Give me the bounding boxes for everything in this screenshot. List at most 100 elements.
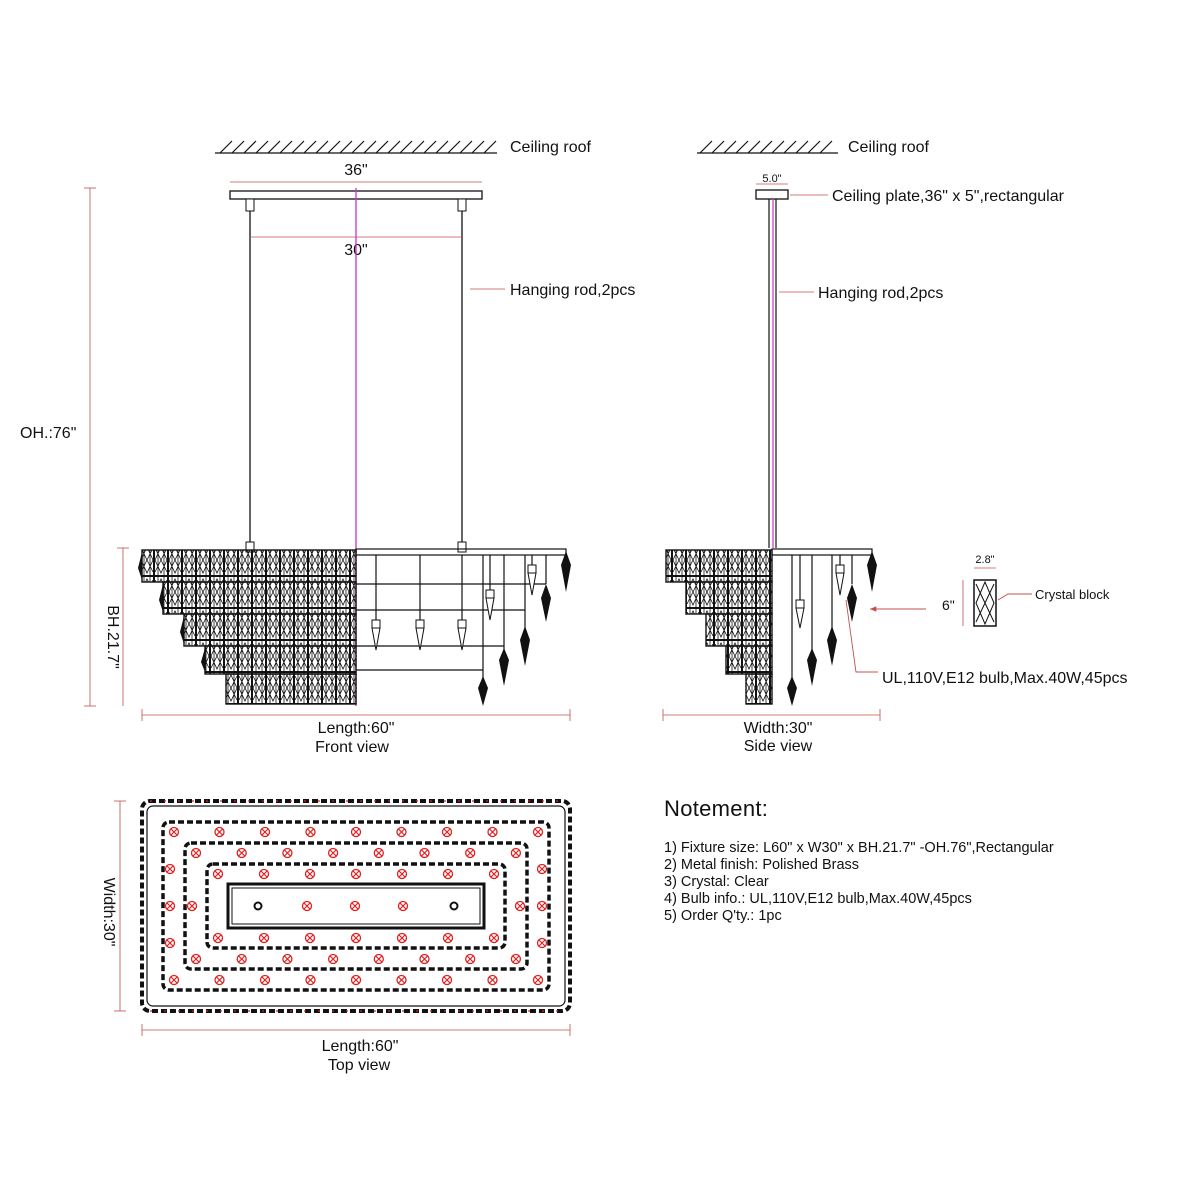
bulb-marker-icon xyxy=(212,932,224,944)
bulb-marker-icon xyxy=(236,953,247,965)
bulb-marker-icon xyxy=(282,847,293,859)
bulb-marker-icon xyxy=(190,847,202,859)
side-plate-label: Ceiling plate,36" x 5",rectangular xyxy=(832,188,1065,205)
top-ring-3 xyxy=(183,841,529,971)
bulb-marker-icon xyxy=(350,868,362,880)
bulb-marker-icon xyxy=(488,932,500,944)
front-crystal-tiers xyxy=(138,549,357,705)
top-ring-4 xyxy=(205,862,507,950)
bulb-marker-icon xyxy=(304,932,316,944)
side-crystal-tier-5 xyxy=(745,673,773,705)
bulb-marker-icon xyxy=(258,932,270,944)
crystal-block-detail: 2.8" 6" Crystal block xyxy=(942,554,1110,627)
bulb-marker-icon xyxy=(164,863,176,875)
front-rod-cap-right xyxy=(457,198,467,212)
note-item: 3) Crystal: Clear xyxy=(664,874,769,890)
bulb-marker-icon xyxy=(350,932,362,944)
bulb-marker-icon xyxy=(350,826,362,838)
bulb-marker-icon xyxy=(536,863,548,875)
bulb-marker-icon xyxy=(419,847,430,859)
side-plate-dim: 5.0" xyxy=(762,173,781,185)
front-rod-label: Hanging rod,2pcs xyxy=(510,282,635,299)
bulb-marker-icon xyxy=(282,953,293,965)
front-crystal-tier-2 xyxy=(162,581,357,615)
note-item: 1) Fixture size: L60" x W30" x BH.21.7" … xyxy=(664,840,1054,856)
bulb-marker-icon xyxy=(514,900,526,912)
bulb-marker-icon xyxy=(532,974,544,986)
bulb-marker-icon xyxy=(214,826,225,838)
bulb-marker-icon xyxy=(532,826,544,838)
bulb-marker-icon xyxy=(327,847,339,859)
bulb-marker-icon xyxy=(164,937,176,949)
side-view: Ceiling roof 5.0" Ceiling plate,36" x 5"… xyxy=(662,139,1128,755)
bulb-marker-icon xyxy=(304,868,316,880)
bulb-marker-icon xyxy=(258,868,270,880)
bulb-marker-icon xyxy=(305,826,316,838)
notes-title: Notement: xyxy=(664,796,769,821)
front-crystal-tier-4 xyxy=(204,645,357,675)
top-inner-plate xyxy=(226,882,486,930)
overall-height-dim: OH.:76" xyxy=(20,425,76,442)
side-rod-label: Hanging rod,2pcs xyxy=(818,285,943,302)
crystal-block-label: Crystal block xyxy=(1035,587,1110,602)
front-view-title: Front view xyxy=(315,739,389,756)
side-bulb-label: UL,110V,E12 bulb,Max.40W,45pcs xyxy=(882,670,1128,687)
front-length-dim: Length:60" xyxy=(318,720,395,737)
top-bulb-markers xyxy=(164,826,548,986)
bulb-marker-icon xyxy=(487,974,498,986)
front-crystal-tier-1 xyxy=(141,549,357,583)
side-ceiling-plate xyxy=(755,189,789,200)
note-item: 4) Bulb info.: UL,110V,E12 bulb,Max.40W,… xyxy=(664,891,972,907)
top-ring-2 xyxy=(161,820,551,992)
bulb-marker-icon xyxy=(441,826,453,838)
note-item: 2) Metal finish: Polished Brass xyxy=(664,857,860,873)
bulb-marker-icon xyxy=(487,826,498,838)
bulb-marker-icon xyxy=(488,868,500,880)
bulb-marker-icon xyxy=(373,847,384,859)
side-width-dim: Width:30" xyxy=(744,720,813,737)
bulb-marker-icon xyxy=(510,847,522,859)
side-bulbs xyxy=(795,564,845,629)
front-crystal-drops xyxy=(478,551,571,706)
bulb-marker-icon xyxy=(465,847,476,859)
side-crystal-tier-2 xyxy=(685,581,773,615)
bulb-marker-icon xyxy=(164,900,176,912)
side-bulb-leader xyxy=(845,599,878,673)
bulb-marker-icon xyxy=(465,953,476,965)
front-view: Ceiling roof 36" 30" Hanging rod,2pcs OH… xyxy=(20,139,635,756)
body-height-dim: BH.21.7" xyxy=(104,605,121,669)
top-view: Width:30" Length:60" Top view xyxy=(100,799,572,1074)
notes-list: 1) Fixture size: L60" x W30" x BH.21.7" … xyxy=(664,840,1184,925)
bulb-marker-icon xyxy=(396,974,407,986)
crystal-width-dim: 2.8" xyxy=(975,554,994,566)
bulb-marker-icon xyxy=(373,953,384,965)
bulb-marker-icon xyxy=(327,953,339,965)
bulb-marker-icon xyxy=(259,826,271,838)
side-crystal-drops xyxy=(787,551,877,706)
bulb-marker-icon xyxy=(441,974,453,986)
side-crystal-tier-3 xyxy=(705,613,773,647)
notes-panel: Notement: 1) Fixture size: L60" x W30" x… xyxy=(664,796,1184,925)
bulb-marker-icon xyxy=(510,953,522,965)
top-rod-hole-right xyxy=(449,901,459,911)
side-frame xyxy=(771,548,873,690)
side-crystal-tier-4 xyxy=(725,645,773,675)
bulb-marker-icon xyxy=(396,868,408,880)
bulb-marker-icon xyxy=(301,900,313,912)
bulb-marker-icon xyxy=(186,900,198,912)
bulb-marker-icon xyxy=(168,974,180,986)
front-rod-joint-right xyxy=(457,541,467,553)
note-item: 5) Order Q'ty.: 1pc xyxy=(664,908,782,924)
bulb-marker-icon xyxy=(397,900,409,912)
side-crystal-tier-1 xyxy=(665,549,773,583)
front-rod-cap-left xyxy=(245,198,255,212)
crystal-height-dim: 6" xyxy=(942,597,955,613)
bulb-marker-icon xyxy=(305,974,316,986)
side-view-title: Side view xyxy=(744,738,813,755)
side-ceiling-hatch xyxy=(697,140,838,154)
top-width-dim: Width:30" xyxy=(100,878,117,947)
front-ceiling-label: Ceiling roof xyxy=(510,139,591,156)
top-rod-hole-left xyxy=(253,901,263,911)
side-crystal-tiers xyxy=(665,549,773,705)
